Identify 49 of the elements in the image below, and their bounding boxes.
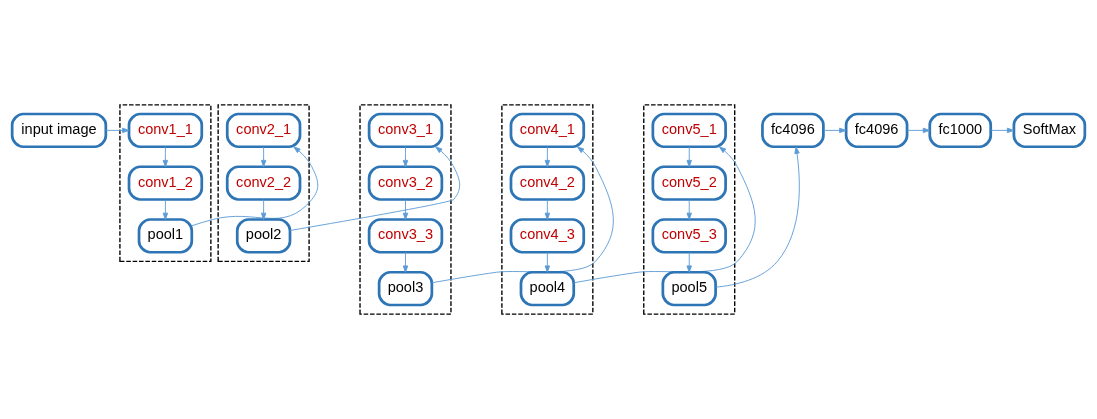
- node-box: conv5_2: [651, 165, 727, 201]
- node-box: conv2_2: [225, 165, 302, 201]
- node-box: conv3_2: [367, 165, 444, 201]
- arrow: [715, 146, 800, 288]
- arrow: [686, 199, 692, 220]
- arrow: [105, 127, 130, 134]
- arrow: [162, 199, 169, 220]
- node-box: pool4: [519, 270, 576, 307]
- arrow: [573, 146, 756, 284]
- node-box: pool1: [137, 218, 194, 254]
- arrow: [402, 251, 409, 273]
- node-box: SoftMax: [1012, 112, 1087, 149]
- node-box: pool5: [661, 270, 717, 307]
- node-box: fc1000: [928, 112, 993, 149]
- arrow: [191, 146, 319, 227]
- arrow: [823, 127, 847, 134]
- node-box: conv2_1: [225, 112, 302, 149]
- arrow: [544, 251, 551, 273]
- node-box: conv3_3: [367, 218, 444, 254]
- arrow: [162, 146, 169, 168]
- node-box: input image: [10, 112, 108, 149]
- node-box: conv4_3: [509, 218, 586, 254]
- arrow: [990, 127, 1015, 134]
- arrow: [260, 199, 267, 220]
- arrow: [260, 146, 267, 168]
- node-box: conv1_2: [127, 165, 204, 201]
- node-box: pool3: [377, 270, 434, 307]
- arrow: [906, 127, 931, 134]
- node-box: conv4_1: [509, 112, 586, 149]
- arrow: [544, 146, 551, 168]
- cluster: [359, 104, 452, 315]
- arrow: [402, 199, 409, 220]
- node-box: conv3_1: [367, 112, 444, 149]
- cluster: [217, 104, 310, 262]
- node-box: fc4096: [761, 112, 825, 149]
- cluster: [643, 104, 736, 315]
- arrow: [686, 146, 692, 168]
- node-box: conv4_2: [509, 165, 586, 201]
- arrow: [431, 146, 614, 284]
- node-box: conv1_1: [127, 112, 204, 149]
- cluster: [501, 104, 594, 315]
- node-box: pool2: [235, 218, 292, 254]
- arrow: [686, 251, 692, 273]
- arrow: [289, 146, 461, 231]
- node-box: conv5_1: [651, 112, 727, 149]
- arrow: [544, 199, 551, 220]
- arrow: [402, 146, 409, 168]
- node-box: conv5_3: [651, 218, 727, 254]
- node-box: fc4096: [844, 112, 909, 149]
